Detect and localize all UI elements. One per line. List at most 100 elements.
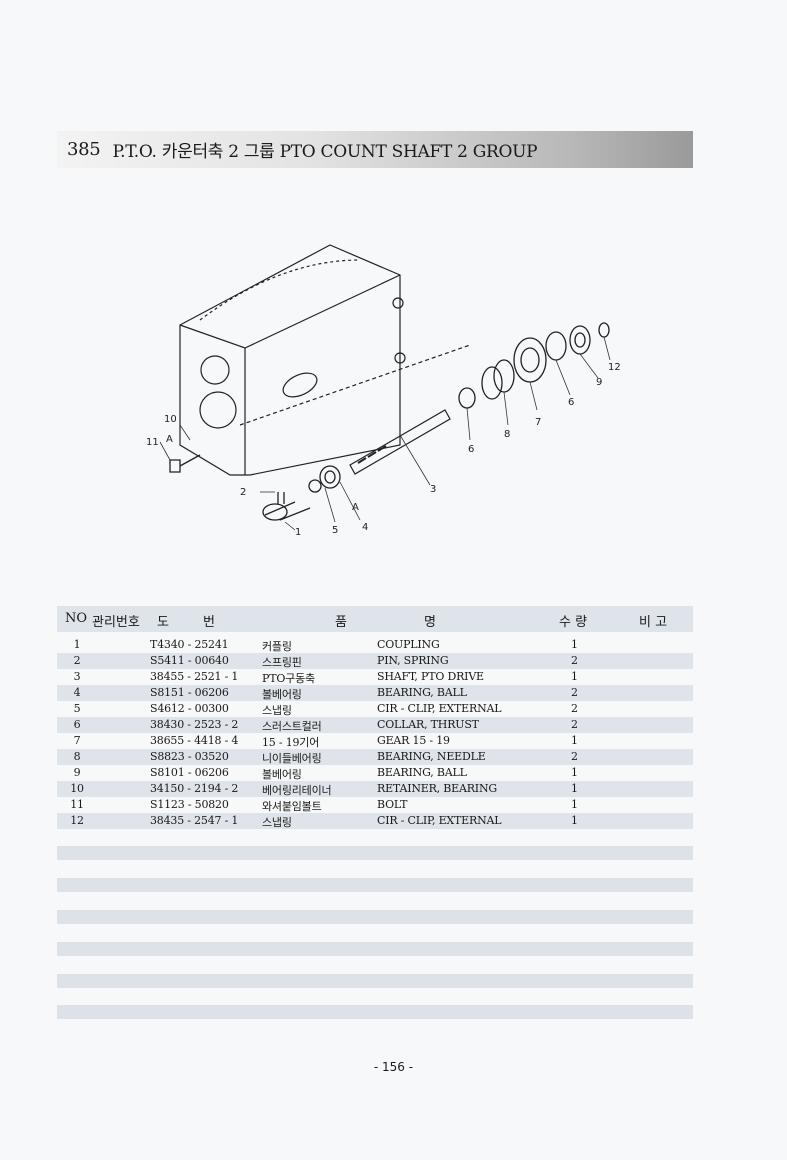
row-no: 8 [73,750,81,763]
row-part-number: T4340 - 25241 [150,638,229,651]
row-english-name: SHAFT, PTO DRIVE [377,670,484,683]
empty-row-stripe [57,942,693,956]
callout-4: 4 [362,522,368,533]
empty-row-stripe [57,878,693,892]
row-no: 5 [73,702,81,715]
table-row: 5 S4612 - 00300 스냅링 CIR - CLIP, EXTERNAL… [57,701,693,717]
row-korean-name: 15 - 19기어 [262,736,320,749]
table-row: 10 34150 - 2194 - 2 베어링리테이너 RETAINER, BE… [57,781,693,797]
row-qty: 1 [571,638,578,651]
row-english-name: BEARING, NEEDLE [377,750,486,763]
row-qty: 2 [571,702,578,715]
leader-lines [159,336,611,531]
row-korean-name: 볼베어링 [262,688,302,701]
row-english-name: COLLAR, THRUST [377,718,479,731]
row-korean-name: 볼베어링 [262,768,302,781]
row-part-number: S8151 - 06206 [150,686,229,699]
row-part-number: 38430 - 2523 - 2 [150,718,239,731]
row-part-number: S1123 - 50820 [150,798,229,811]
header-qty: 수 량 [559,615,588,630]
row-korean-name: 니이들베어링 [262,752,322,765]
row-english-name: PIN, SPRING [377,654,449,667]
row-english-name: RETAINER, BEARING [377,782,497,795]
section-number: 385 [67,139,101,160]
section-mark-a2: A [352,502,359,513]
header-drawing-2: 번 [203,615,215,630]
row-qty: 1 [571,798,578,811]
table-row: 1 T4340 - 25241 커플링 COUPLING 1 [57,637,693,653]
row-no: 12 [70,814,84,827]
header-name-1: 품 [335,615,347,630]
page-number: - 156 - [373,1060,414,1074]
row-qty: 1 [571,670,578,683]
callout-2: 2 [240,487,246,498]
row-part-number: 38655 - 4418 - 4 [150,734,239,747]
row-no: 7 [73,734,81,747]
header-name-2: 명 [424,615,436,630]
row-korean-name: 스냅링 [262,816,292,829]
row-english-name: CIR - CLIP, EXTERNAL [377,814,502,827]
callout-6b: 6 [568,397,574,408]
callout-6a: 6 [468,444,474,455]
row-part-number: S4612 - 00300 [150,702,229,715]
row-qty: 1 [571,814,578,827]
row-qty: 2 [571,718,578,731]
row-part-number: S8101 - 06206 [150,766,229,779]
row-qty: 1 [571,782,578,795]
row-qty: 1 [571,766,578,779]
row-english-name: BOLT [377,798,408,811]
table-row: 11 S1123 - 50820 와셔붙임볼트 BOLT 1 [57,797,693,813]
row-part-number: 38435 - 2547 - 1 [150,814,239,827]
row-korean-name: 베어링리테이너 [262,784,332,797]
callout-8: 8 [504,429,510,440]
header-mgmt: 관리번호 [92,615,140,630]
callout-5: 5 [332,525,338,536]
row-qty: 2 [571,654,578,667]
row-no: 10 [70,782,84,795]
table-row: 9 S8101 - 06206 볼베어링 BEARING, BALL 1 [57,765,693,781]
empty-row-stripe [57,846,693,860]
row-qty: 1 [571,734,578,747]
row-qty: 2 [571,750,578,763]
table-row: 4 S8151 - 06206 볼베어링 BEARING, BALL 2 [57,685,693,701]
callout-7: 7 [535,417,541,428]
row-english-name: GEAR 15 - 19 [377,734,450,747]
row-korean-name: 와셔붙임볼트 [262,800,322,813]
callout-labels: 1 2 3 4 5 6 6 7 8 9 10 11 12 A A [146,362,621,538]
empty-row-stripe [57,910,693,924]
row-english-name: BEARING, BALL [377,766,467,779]
callout-3: 3 [430,484,436,495]
row-korean-name: 스프링핀 [262,656,302,669]
section-mark-a1: A [166,434,173,445]
row-part-number: 34150 - 2194 - 2 [150,782,239,795]
callout-1: 1 [295,527,301,538]
row-korean-name: 커플링 [262,640,292,653]
section-title: P.T.O. 카운터축 2 그룹 PTO COUNT SHAFT 2 GROUP [112,142,538,162]
pto-drive-shaft [349,409,451,475]
row-english-name: BEARING, BALL [377,686,467,699]
table-row: 6 38430 - 2523 - 2 스러스트컬러 COLLAR, THRUST… [57,717,693,733]
row-english-name: COUPLING [377,638,440,651]
shaft-components [169,322,610,521]
row-korean-name: 스냅링 [262,704,292,717]
section-title-bar: 385 P.T.O. 카운터축 2 그룹 PTO COUNT SHAFT 2 G… [57,131,693,168]
row-korean-name: 스러스트컬러 [262,720,322,733]
callout-12: 12 [608,362,621,373]
table-row: 3 38455 - 2521 - 1 PTO구동축 SHAFT, PTO DRI… [57,669,693,685]
row-no: 2 [73,654,81,667]
table-row: 8 S8823 - 03520 니이들베어링 BEARING, NEEDLE 2 [57,749,693,765]
callout-9: 9 [596,377,602,388]
row-part-number: S5411 - 00640 [150,654,229,667]
row-no: 3 [73,670,81,683]
table-header: NO 관리번호 도 번 품 명 수 량 비 고 [57,606,693,632]
header-drawing-1: 도 [157,615,169,630]
row-english-name: CIR - CLIP, EXTERNAL [377,702,502,715]
row-qty: 2 [571,686,578,699]
table-row: 2 S5411 - 00640 스프링핀 PIN, SPRING 2 [57,653,693,669]
gearbox-housing [179,244,471,476]
empty-row-stripe [57,974,693,988]
exploded-parts-diagram: 1 2 3 4 5 6 6 7 8 9 10 11 12 A A [146,244,621,538]
callout-10: 10 [164,414,177,425]
row-no: 9 [73,766,81,779]
row-part-number: 38455 - 2521 - 1 [150,670,239,683]
